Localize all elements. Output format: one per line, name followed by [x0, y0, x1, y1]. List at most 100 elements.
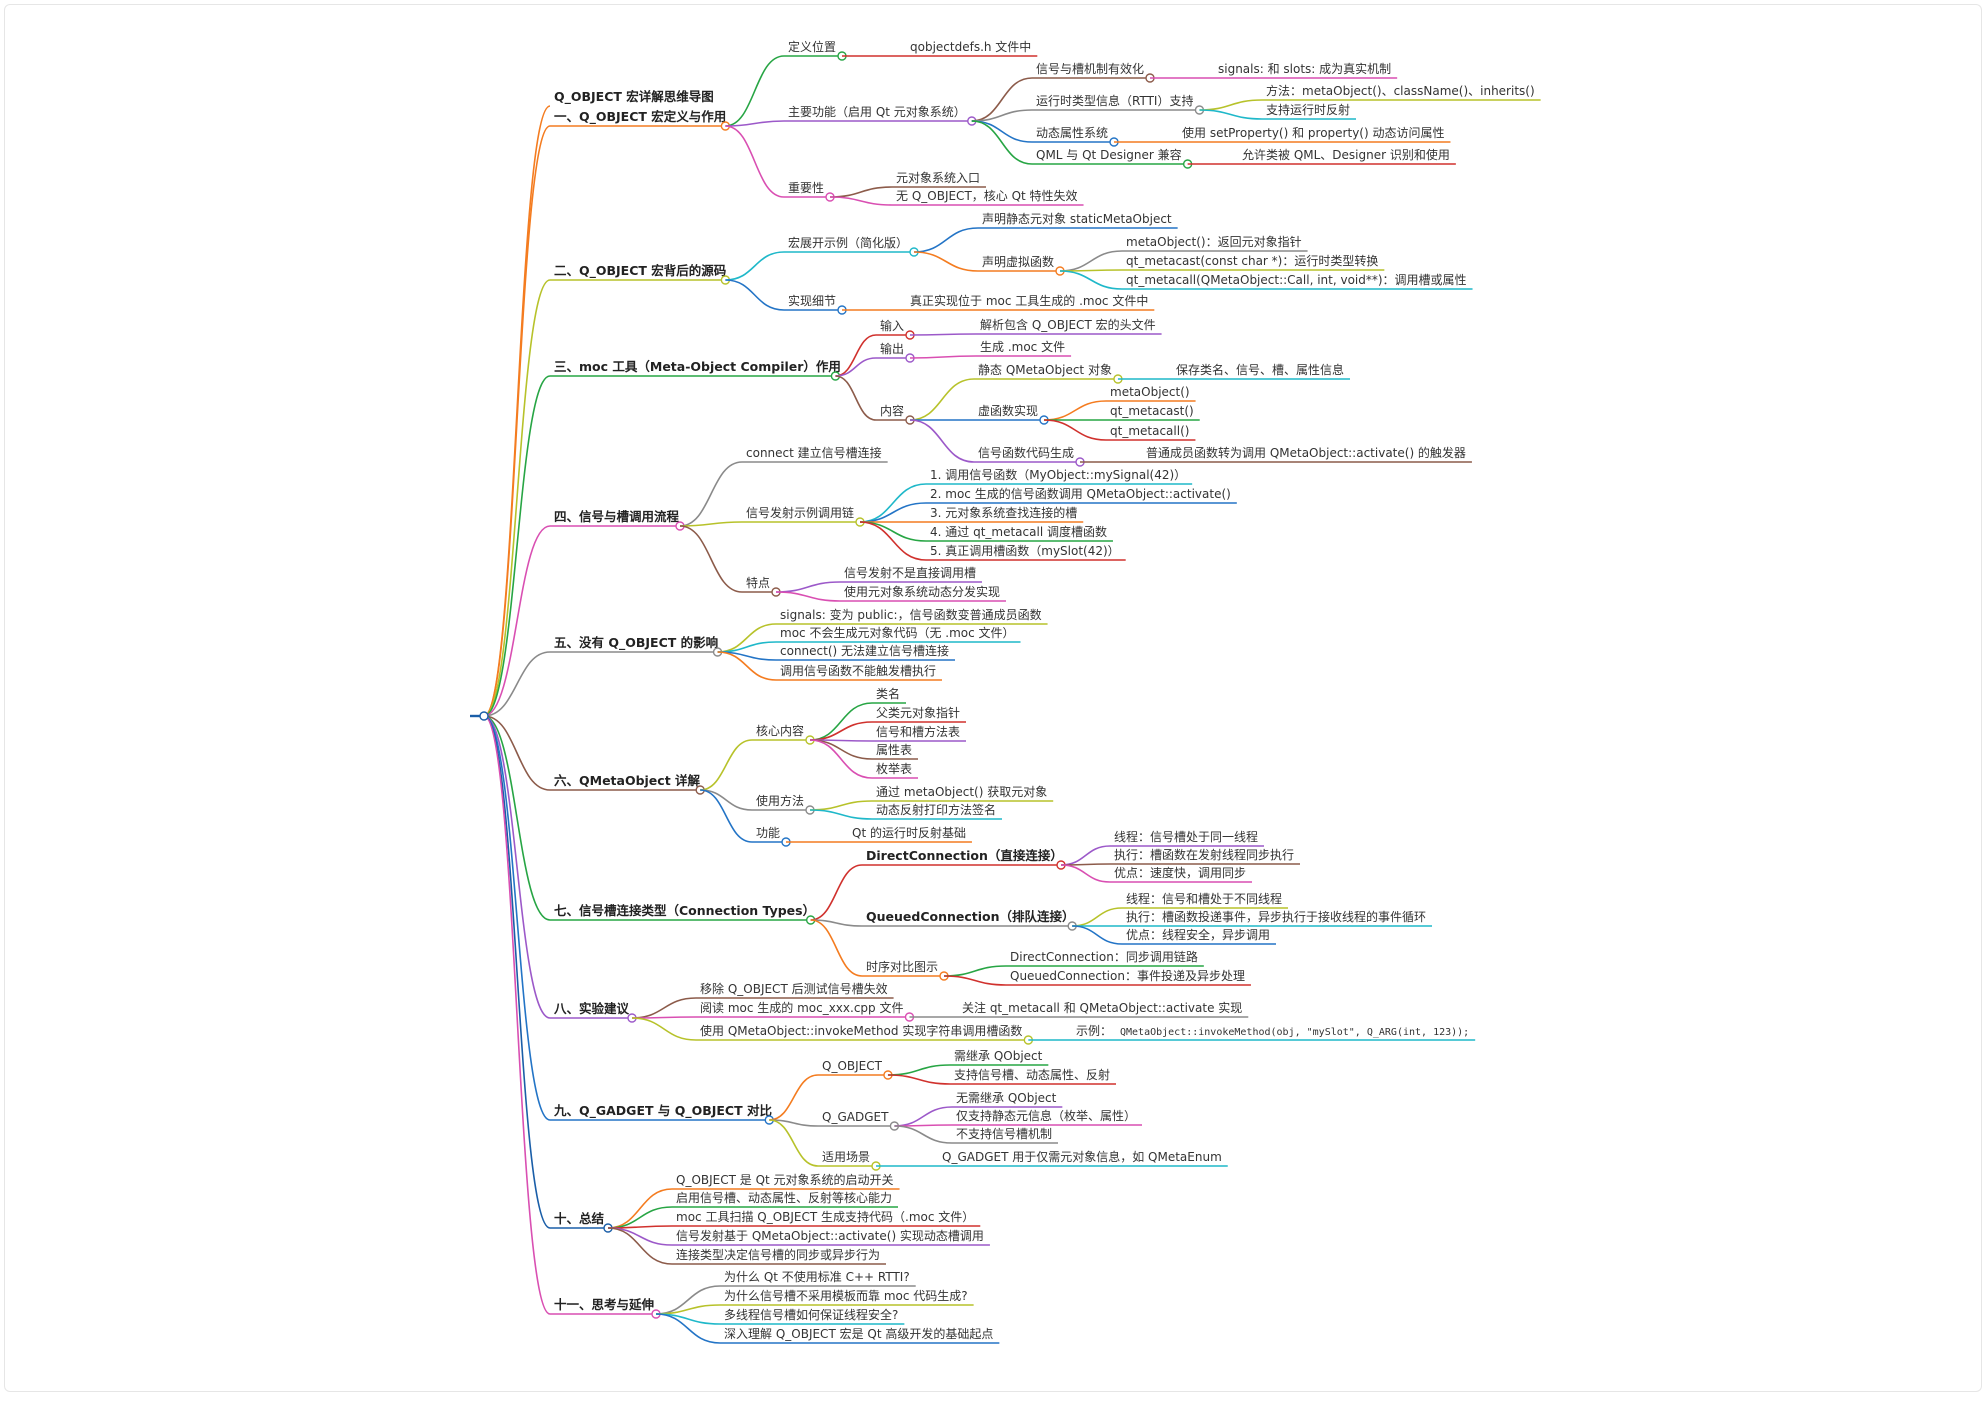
section-10-item-2-label: 启用信号槽、动态属性、反射等核心能力: [676, 1190, 892, 1205]
section-1-item-2-2-label: 运行时类型信息（RTTI）支持: [1036, 93, 1193, 108]
section-1-item-2-label: 主要功能（启用 Qt 元对象系统）: [788, 105, 966, 119]
edge-section-8-item-3: [632, 1017, 697, 1041]
edge-section-9-item-1: [769, 1074, 819, 1121]
edge-section-3-item-2: [835, 357, 877, 377]
section-2-item-1-1-label: 声明静态元对象 staticMetaObject: [982, 212, 1172, 226]
section-5-item-3-label: connect() 无法建立信号槽连接: [780, 643, 949, 658]
section-7-item-2-label: QueuedConnection（排队连接）: [866, 909, 1075, 924]
section-8-item-2-label: 阅读 moc 生成的 moc_xxx.cpp 文件: [700, 1000, 903, 1015]
edge-section-2-item-1-2-3: [1059, 270, 1123, 290]
section-1-item-2-2-1-label: 方法：metaObject()、className()、inherits(): [1266, 83, 1535, 98]
section-11-label: 十一、思考与延伸: [554, 1297, 654, 1312]
section-1-item-2-1-label: 信号与槽机制有效化: [1036, 61, 1144, 76]
section-4-item-3-label: 特点: [746, 575, 770, 590]
section-1-item-1-label: 定义位置: [788, 39, 836, 54]
section-7-item-2-2-label: 执行：槽函数投递事件，异步执行于接收线程的事件循环: [1126, 909, 1426, 924]
edge-section-2-item-1-2: [914, 251, 979, 272]
edge-root-section-2: [483, 279, 551, 717]
section-4-item-2-label: 信号发射示例调用链: [746, 505, 854, 520]
root-node[interactable]: [479, 711, 489, 721]
edge-section-4-item-2: [680, 521, 743, 527]
section-6-item-3-label: 功能: [756, 826, 780, 840]
edge-section-7-item-1: [810, 864, 863, 921]
section-2-item-1-label: 宏展开示例（简化版）: [788, 235, 908, 250]
section-3-item-3-3-label: 信号函数代码生成: [978, 445, 1074, 460]
section-8-item-3-1-label: 示例：: [1076, 1024, 1112, 1038]
section-1-item-2-1-1-label: signals: 和 slots: 成为真实机制: [1218, 61, 1391, 76]
edge-root-section-4: [483, 525, 551, 717]
section-8-label: 八、实验建议: [553, 1001, 630, 1016]
section-3-item-3-2-label: 虚函数实现: [978, 403, 1038, 418]
section-3-item-1-1-label: 解析包含 Q_OBJECT 宏的头文件: [980, 317, 1156, 332]
section-11-item-4-label: 深入理解 Q_OBJECT 宏是 Qt 高级开发的基础起点: [724, 1326, 993, 1341]
edge-section-11-item-4: [656, 1313, 721, 1344]
section-3-item-2-label: 输出: [880, 341, 904, 356]
section-3-item-3-label: 内容: [880, 403, 904, 418]
section-9-item-1-2-label: 支持信号槽、动态属性、反射: [954, 1067, 1110, 1082]
section-5-item-1-label: signals: 变为 public:，信号函数变普通成员函数: [780, 607, 1042, 622]
section-4-item-1-label: connect 建立信号槽连接: [746, 445, 882, 460]
section-6-item-1-5-label: 枚举表: [876, 761, 912, 776]
edge-section-2-item-2: [725, 279, 785, 311]
section-1-item-3-label: 重要性: [788, 181, 824, 195]
section-6-label: 六、QMetaObject 详解: [554, 773, 701, 788]
edge-section-6-item-2-2: [809, 809, 873, 820]
edge-section-1-item-3-2: [829, 196, 893, 206]
edge-section-2-item-1: [725, 251, 785, 281]
section-7-item-1-1-label: 线程：信号槽处于同一线程: [1114, 829, 1258, 844]
edge-section-1-item-2-1: [971, 77, 1033, 122]
section-8-item-3-1-code: QMetaObject::invokeMethod(obj, "mySlot",…: [1120, 1027, 1469, 1038]
section-5-item-4-label: 调用信号函数不能触发槽执行: [780, 663, 936, 678]
section-9-item-2-3-label: 不支持信号槽机制: [956, 1126, 1052, 1141]
section-3-item-3-1-label: 静态 QMetaObject 对象: [978, 363, 1112, 377]
section-4-item-2-4-label: 4. 通过 qt_metacall 调度槽函数: [930, 524, 1107, 539]
section-4-item-2-2-label: 2. moc 生成的信号函数调用 QMetaObject::activate(): [930, 486, 1231, 501]
edge-root-section-5: [483, 651, 551, 717]
section-4-label: 四、信号与槽调用流程: [554, 509, 680, 524]
edge-section-9-item-2-3: [894, 1125, 953, 1144]
edge-section-7-item-2-3: [1072, 925, 1123, 945]
edge-section-3-item-3: [835, 375, 877, 421]
edge-section-9-item-1-2: [887, 1074, 951, 1085]
edge-section-3-item-3-1: [909, 378, 975, 421]
section-6-item-1-3-label: 信号和槽方法表: [876, 724, 960, 739]
section-9-item-2-label: Q_GADGET: [822, 1110, 889, 1124]
edge-section-9-item-3: [769, 1119, 819, 1167]
edge-root-section-11: [483, 715, 551, 1315]
edge-section-5-item-4: [717, 651, 777, 681]
section-3-item-3-2-2-label: qt_metacast(): [1110, 404, 1194, 418]
edge-section-3-item-1-1: [909, 333, 977, 336]
section-9-item-2-2-label: 仅支持静态元信息（枚举、属性）: [956, 1108, 1136, 1123]
section-1-item-3-2-label: 无 Q_OBJECT，核心 Qt 特性失效: [896, 188, 1078, 203]
edge-section-6-item-1-5: [809, 739, 873, 779]
section-1-item-2-4-1-label: 允许类被 QML、Designer 识别和使用: [1242, 147, 1450, 162]
edge-section-7-item-1-3: [1061, 864, 1111, 883]
section-1-item-1-1-label: qobjectdefs.h 文件中: [910, 39, 1031, 54]
section-8-item-1-label: 移除 Q_OBJECT 后测试信号槽失效: [700, 981, 888, 996]
section-7-item-3-2-label: QueuedConnection：事件投递及异步处理: [1010, 968, 1245, 983]
section-3-item-3-3-1-label: 普通成员函数转为调用 QMetaObject::activate() 的触发器: [1146, 445, 1466, 460]
edge-section-6-item-3: [700, 789, 753, 843]
section-1-item-2-2-2-label: 支持运行时反射: [1266, 102, 1350, 117]
section-3-item-2-1-label: 生成 .moc 文件: [980, 339, 1065, 354]
section-7-label: 七、信号槽连接类型（Connection Types）: [554, 903, 815, 918]
edge-section-1-item-2-4: [971, 120, 1033, 165]
edge-section-6-item-1: [700, 739, 753, 791]
section-3-item-1-label: 输入: [880, 318, 904, 333]
section-9-label: 九、Q_GADGET 与 Q_OBJECT 对比: [553, 1103, 772, 1119]
section-4-item-2-5-label: 5. 真正调用槽函数（mySlot(42)）: [930, 543, 1120, 558]
section-9-item-3-label: 适用场景: [822, 1150, 870, 1164]
section-2-item-2-label: 实现细节: [788, 293, 836, 308]
section-11-item-3-label: 多线程信号槽如何保证线程安全?: [724, 1307, 898, 1322]
section-5-item-2-label: moc 不会生成元对象代码（无 .moc 文件）: [780, 625, 1015, 640]
edge-section-2-item-1-1: [914, 227, 979, 253]
section-9-item-3-1-label: Q_GADGET 用于仅需元对象信息，如 QMetaEnum: [942, 1149, 1222, 1164]
edge-section-3-item-3-3: [909, 419, 975, 463]
section-6-item-2-1-label: 通过 metaObject() 获取元对象: [876, 785, 1047, 799]
section-6-item-1-2-label: 父类元对象指针: [876, 705, 960, 720]
section-2-item-1-2-2-label: qt_metacast(const char *)：运行时类型转换: [1126, 253, 1378, 268]
edge-root-section-7: [483, 715, 551, 921]
edge-section-1-item-1: [725, 55, 785, 127]
section-10-item-4-label: 信号发射基于 QMetaObject::activate() 实现动态槽调用: [676, 1228, 984, 1243]
